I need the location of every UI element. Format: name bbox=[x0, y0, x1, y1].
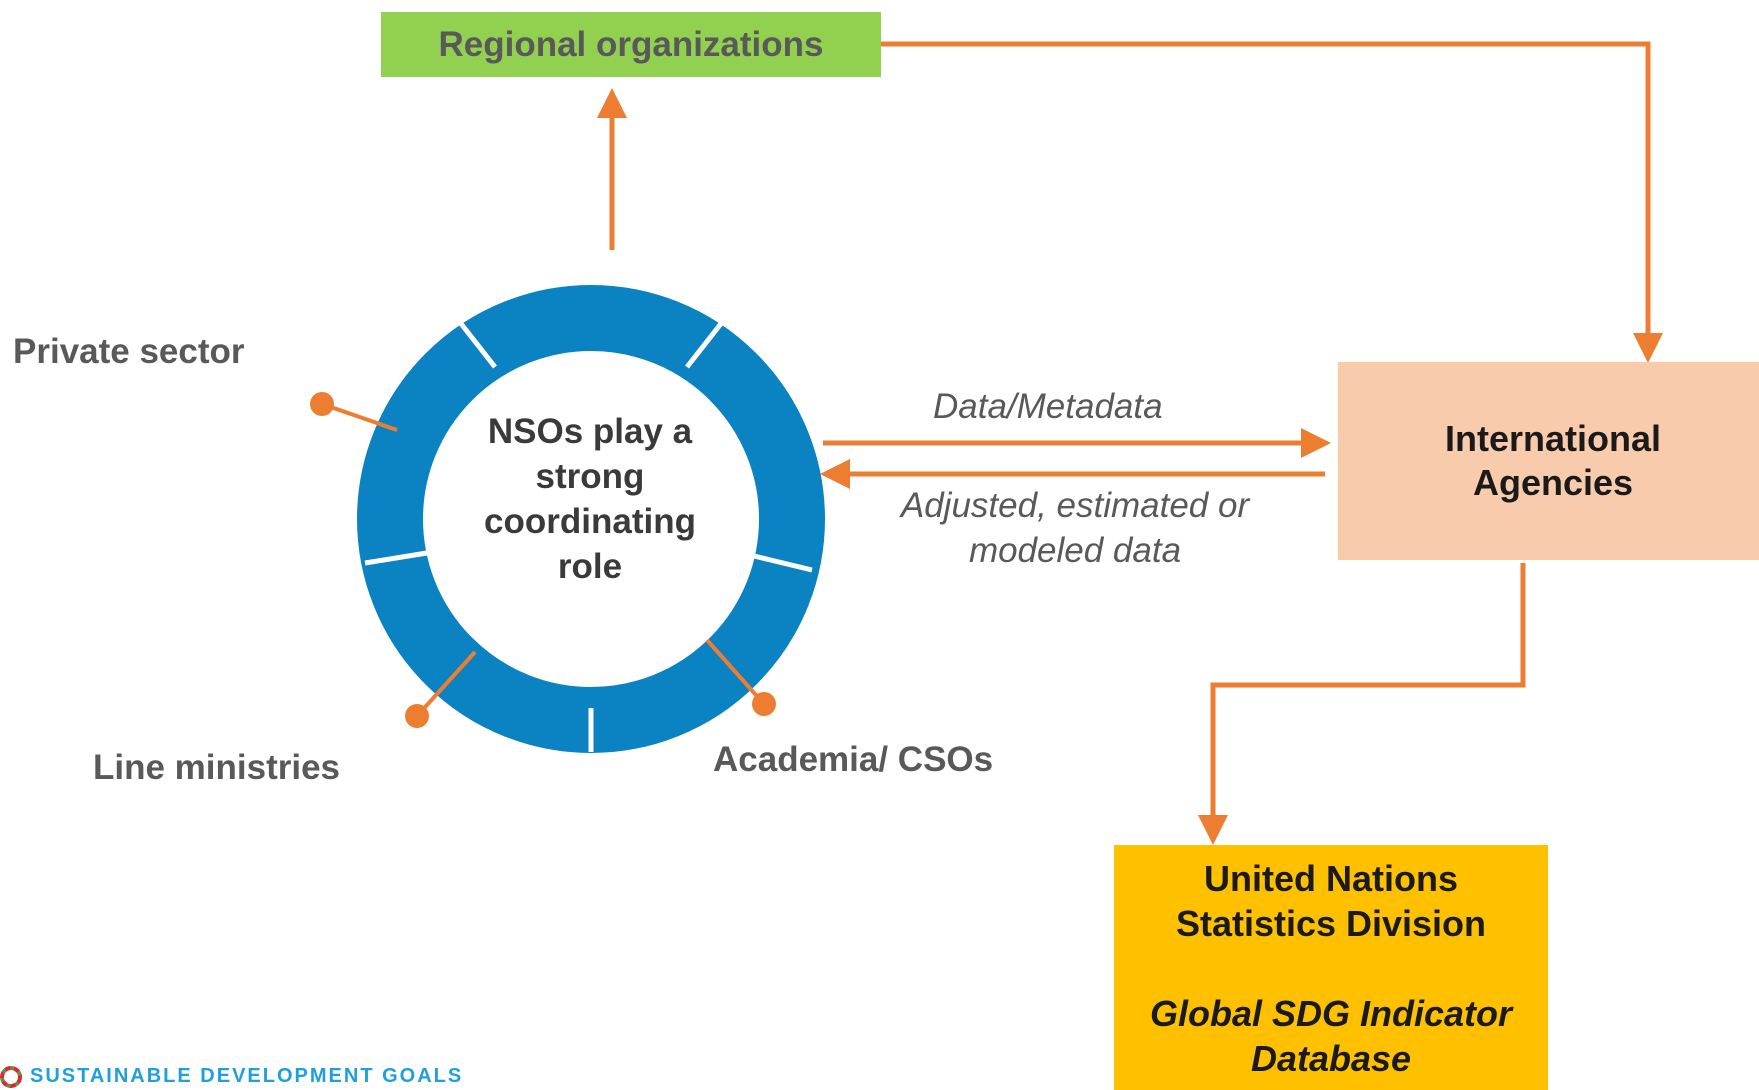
arrow-agencies-to-unsd bbox=[1198, 563, 1526, 845]
unsd-database-line2: Database bbox=[1250, 1038, 1412, 1079]
ring-dividers bbox=[364, 314, 813, 752]
academia-connector bbox=[705, 638, 766, 706]
nso-center-line1: NSOs play a bbox=[487, 412, 693, 451]
ring-divider-top-left bbox=[453, 314, 497, 369]
private-sector-dot bbox=[310, 392, 334, 416]
unsd-box: United Nations Statistics Division Globa… bbox=[1114, 845, 1548, 1090]
nso-center-text: NSOs play a strong coordinating role bbox=[465, 409, 715, 589]
academia-csos-label: Academia/ CSOs bbox=[713, 740, 994, 779]
unsd-line1: United Nations bbox=[1203, 858, 1458, 899]
nso-center-line4: role bbox=[557, 547, 623, 586]
line-ministries-dot bbox=[405, 704, 429, 728]
data-metadata-label: Data/Metadata bbox=[933, 387, 1163, 426]
nso-center-line2: strong bbox=[535, 457, 645, 496]
unsd-database-line1: Global SDG Indicator bbox=[1149, 993, 1513, 1034]
international-agencies-box: International Agencies bbox=[1338, 362, 1759, 560]
line-ministries-label: Line ministries bbox=[93, 748, 341, 787]
adjusted-data-line2: modeled data bbox=[968, 531, 1182, 570]
flow-arrows bbox=[597, 41, 1663, 845]
private-sector-connector bbox=[321, 402, 398, 432]
regional-organizations-box: Regional organizations bbox=[381, 12, 881, 77]
line-ministries-connector bbox=[415, 650, 477, 718]
academia-dot bbox=[752, 692, 776, 716]
ring-divider-left bbox=[364, 549, 434, 566]
ring-divider-top-right bbox=[685, 314, 729, 369]
adjusted-data-line1: Adjusted, estimated or bbox=[900, 486, 1250, 525]
stakeholder-connectors bbox=[310, 392, 776, 728]
unsd-line2: Statistics Division bbox=[1175, 903, 1487, 944]
international-agencies-line2: Agencies bbox=[1472, 462, 1634, 503]
ring-divider-right bbox=[749, 552, 813, 573]
international-agencies-line1: International bbox=[1444, 418, 1662, 459]
sdg-logo-text: SUSTAINABLE DEVELOPMENT GOALS bbox=[30, 1065, 464, 1087]
arrow-regional-to-agencies bbox=[881, 41, 1663, 363]
nso-center-line3: coordinating bbox=[484, 502, 696, 541]
sdg-wheel-icon bbox=[0, 1066, 22, 1088]
private-sector-label: Private sector bbox=[13, 332, 245, 371]
regional-organizations-label: Regional organizations bbox=[438, 24, 824, 64]
adjusted-data-label: Adjusted, estimated or modeled data bbox=[875, 483, 1275, 573]
